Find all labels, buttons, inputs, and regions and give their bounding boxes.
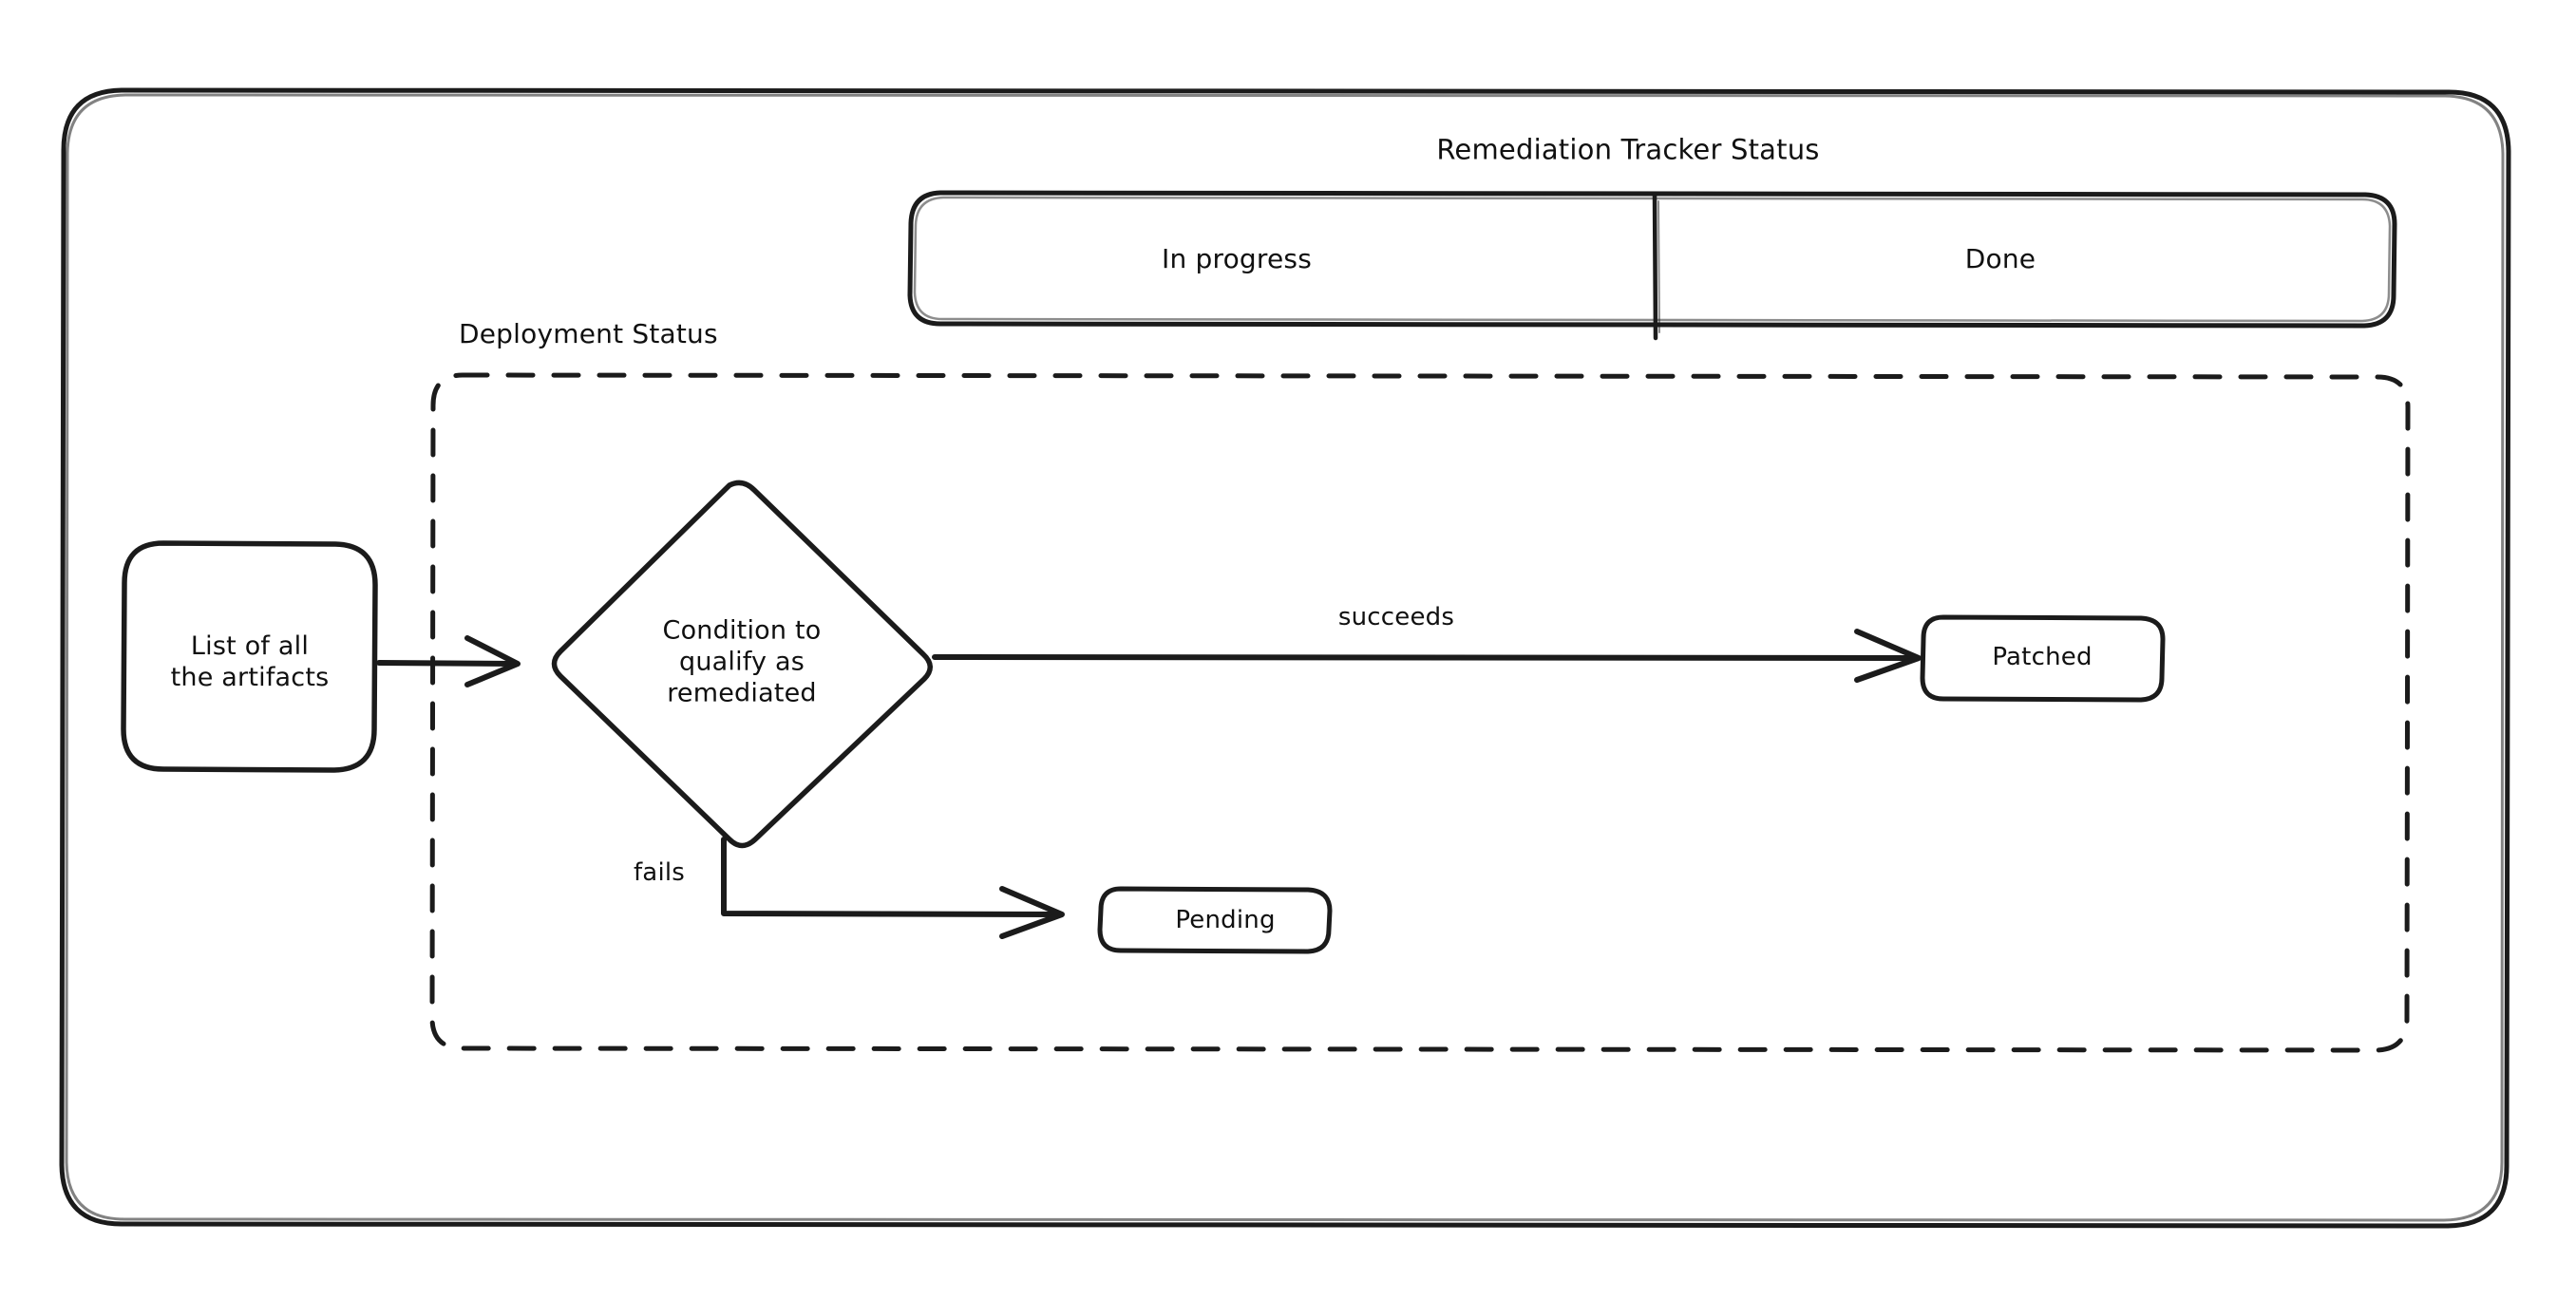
- deployment-status-group: [429, 372, 2411, 1053]
- swimlane-lane-done: Done: [1964, 242, 2036, 274]
- outer-container: [59, 87, 2511, 1229]
- edge-condition-to-patched: [932, 629, 1922, 683]
- group-label-deployment-status: Deployment Status: [459, 318, 718, 349]
- node-label-condition: Condition to qualify as remediated: [662, 615, 822, 708]
- swimlane-title: Remediation Tracker Status: [1436, 133, 1820, 166]
- node-label-artifacts: List of all the artifacts: [170, 631, 330, 692]
- swimlane-lane-in-progress: In progress: [1162, 242, 1312, 274]
- edge-artifacts-to-condition: [376, 635, 521, 687]
- node-label-pending: Pending: [1175, 906, 1276, 935]
- edge-label-succeeds: succeeds: [1337, 603, 1455, 632]
- edge-label-fails: fails: [633, 858, 686, 888]
- node-condition[interactable]: [551, 480, 933, 849]
- node-patched[interactable]: [1920, 614, 2166, 703]
- node-artifacts[interactable]: [121, 540, 378, 773]
- edge-condition-to-pending: [721, 837, 1065, 939]
- node-pending[interactable]: [1097, 886, 1333, 954]
- swimlane-box: [907, 190, 2397, 341]
- node-label-patched: Patched: [1992, 643, 2093, 672]
